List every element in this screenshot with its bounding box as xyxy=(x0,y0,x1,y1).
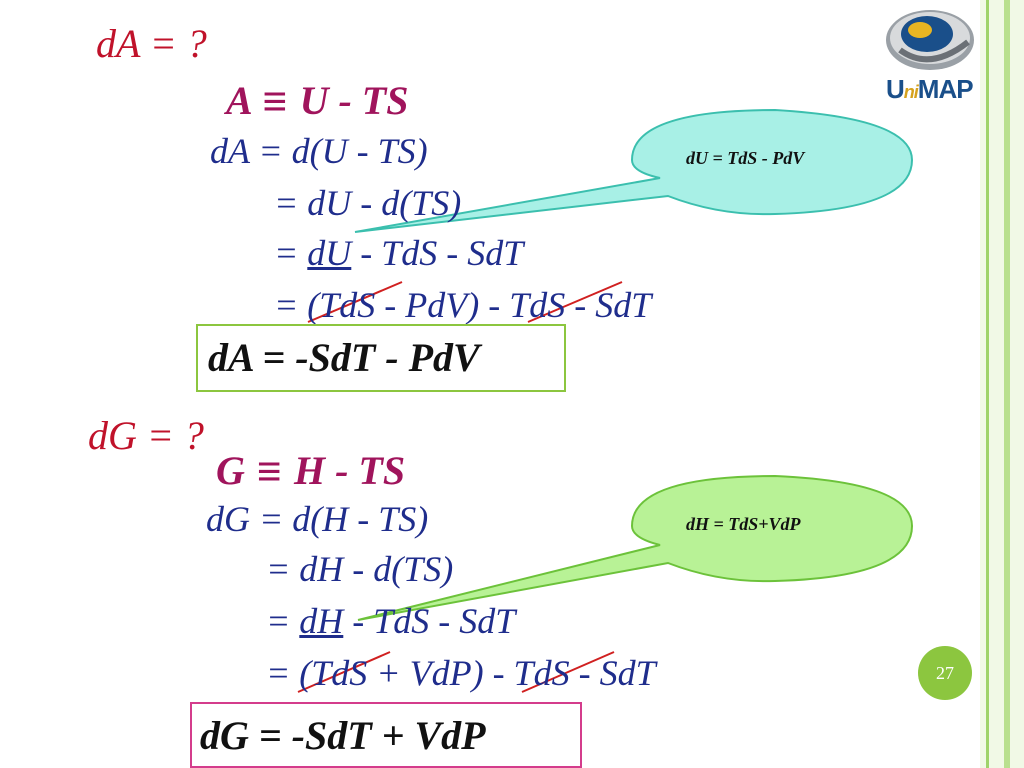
result-box-g: dG = -SdT + VdP xyxy=(190,702,582,768)
cancel-stroke-g2 xyxy=(521,651,615,693)
callout-bubble-dh xyxy=(357,474,914,621)
equation-g-line2: = dH - d(TS) xyxy=(266,549,454,589)
result-a: dA = -SdT - PdV xyxy=(208,335,480,380)
cancel-stroke-g1 xyxy=(297,651,391,693)
bubble-du-text: dU = TdS - PdV xyxy=(686,148,805,168)
definition-g: G ≡ H - TS xyxy=(216,447,406,496)
equation-a-line4: = (TdS - PdV) - TdS - SdT xyxy=(274,285,652,325)
logo-wordmark: UniMAP xyxy=(886,74,974,104)
right-border-line-2 xyxy=(1004,0,1010,768)
callout-bubble-du xyxy=(354,108,914,233)
equation-a-line2: = dU - d(TS) xyxy=(274,183,462,223)
equation-g-line4: = (TdS + VdP) - TdS - SdT xyxy=(266,653,656,693)
equation-g-line3: = dH - TdS - SdT xyxy=(266,601,516,641)
unimap-globe-icon xyxy=(886,10,974,70)
cancel-stroke-a2 xyxy=(527,281,623,323)
equation-g-line1: dG = d(H - TS) xyxy=(206,499,429,539)
bubble-dh-text: dH = TdS+VdP xyxy=(686,514,801,534)
equation-a-line1: dA = d(U - TS) xyxy=(210,131,428,171)
cancel-stroke-a1 xyxy=(307,281,403,323)
page-number-badge: 27 xyxy=(918,646,972,700)
result-box-a: dA = -SdT - PdV xyxy=(196,324,566,392)
logo: UniMAP xyxy=(880,2,980,106)
question-da: dA = ? xyxy=(96,21,207,66)
equation-a-line3: = dU - TdS - SdT xyxy=(274,233,524,273)
definition-a: A ≡ U - TS xyxy=(226,77,409,126)
right-border-line xyxy=(986,0,989,768)
result-g: dG = -SdT + VdP xyxy=(200,713,486,758)
question-dg: dG = ? xyxy=(88,413,204,458)
